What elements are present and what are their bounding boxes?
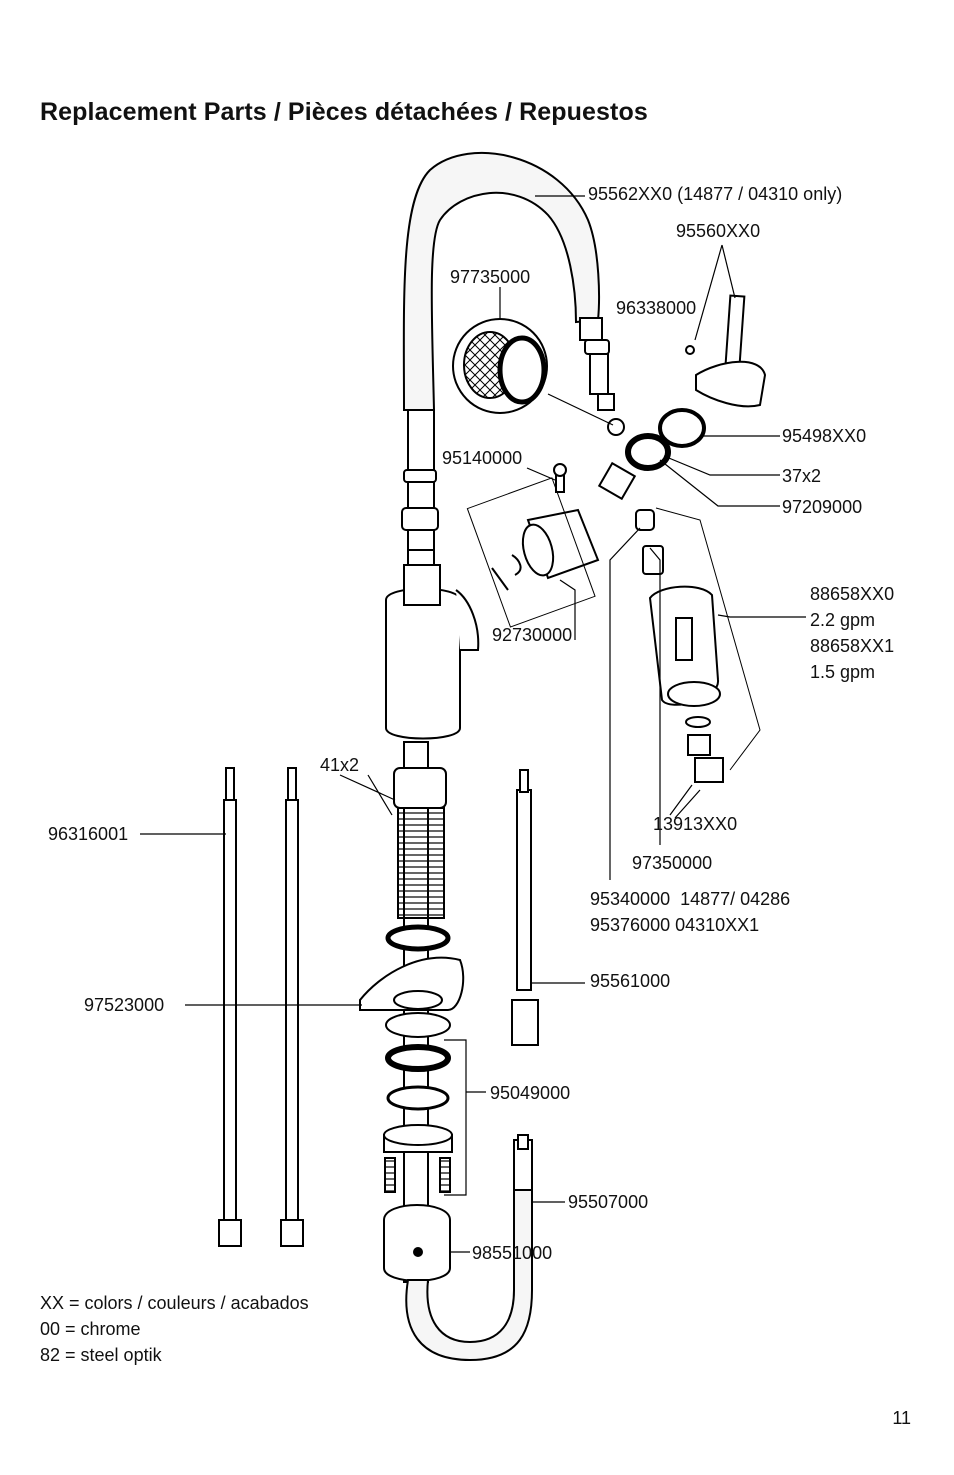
label-hose-line-2: 95376000 04310XX1: [590, 915, 760, 935]
label-hose-97350000: 97350000: [632, 853, 713, 873]
label-cartridge: 92730000: [492, 625, 573, 645]
faucet-body-shape: [385, 564, 480, 740]
label-gasket-plate: 97523000: [84, 995, 165, 1015]
label-supply-hose: 96316001: [48, 824, 129, 844]
legend-line: 82 = steel optik: [40, 1345, 162, 1365]
label-spray-head-2: 88658XX1: [810, 636, 895, 656]
label-handle: 95560XX0: [676, 221, 761, 241]
hose-95561000-shape: [511, 769, 539, 1046]
label-set-screw: 96338000: [616, 298, 697, 318]
label-spray-head-1-flow: 2.2 gpm: [810, 610, 876, 630]
label-aerator-screen: 97735000: [450, 267, 531, 287]
label-spray-head-1: 88658XX0: [810, 584, 895, 604]
weight-shape: [383, 1204, 451, 1282]
label-mounting-kit: 95049000: [490, 1083, 571, 1103]
u-hose-shape: [405, 1189, 533, 1362]
label-hose-95561000: 95561000: [590, 971, 671, 991]
label-weight: 98551000: [472, 1243, 553, 1263]
label-oring-41: 41x2: [320, 755, 360, 775]
handle-shape: [685, 294, 767, 408]
label-spout: 95562XX0 (14877 / 04310 only): [588, 184, 843, 204]
label-nut: 97209000: [782, 497, 863, 517]
color-legend: XX = colors / couleurs / acabados 00 = c…: [40, 1290, 309, 1368]
spray-head-shape: [635, 507, 761, 783]
supply-hoses-shape: [218, 767, 304, 1247]
label-check-valve: 13913XX0: [653, 814, 738, 834]
cartridge-shape: [466, 461, 637, 628]
label-spray-head-2-flow: 1.5 gpm: [810, 662, 876, 682]
label-screw: 95140000: [442, 448, 523, 468]
legend-line: XX = colors / couleurs / acabados: [40, 1293, 309, 1313]
label-hose-95507000: 95507000: [568, 1192, 649, 1212]
label-hose-line-1: 95340000 14877/ 04286: [590, 889, 791, 909]
spout-shape: [402, 151, 600, 411]
aerator-screen-shape: [452, 318, 625, 436]
threaded-shank-shape: [393, 767, 447, 919]
hose-connector-shape: [579, 317, 615, 411]
legend-line: 00 = chrome: [40, 1319, 141, 1339]
page-number: 11: [892, 1408, 911, 1428]
label-oring-37: 37x2: [782, 466, 822, 486]
page-title: Replacement Parts / Pièces détachées / R…: [40, 98, 648, 126]
label-cap: 95498XX0: [782, 426, 867, 446]
